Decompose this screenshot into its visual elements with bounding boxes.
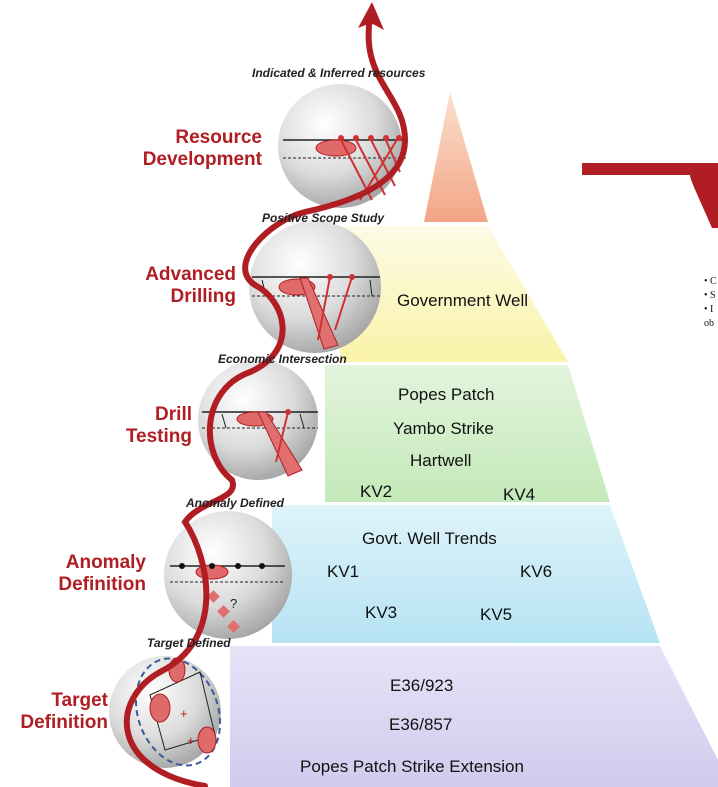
- project-govt-well-trends: Govt. Well Trends: [362, 529, 497, 548]
- sphere-anomaly-definition: [164, 511, 292, 639]
- project-kv4: KV4: [503, 485, 536, 504]
- ore-body-icon: [149, 693, 171, 723]
- bullet-item: • I: [704, 304, 714, 315]
- milestone-target-defined: Target Defined: [147, 636, 231, 650]
- project-yambo-strike: Yambo Strike: [393, 419, 494, 438]
- stage-label-line1: Advanced: [145, 264, 236, 285]
- bullet-item: • S: [704, 290, 716, 301]
- drill-hole-icon: [202, 409, 318, 477]
- stage-label-anomaly-definition: Anomaly Definition: [58, 552, 146, 596]
- drill-hole-icon: + +: [134, 657, 222, 767]
- clipped-bullet-list: • C • S • I ob: [704, 275, 718, 331]
- stage-label-line1: Target: [51, 690, 108, 711]
- flow-arrow-shape: [582, 163, 718, 228]
- svg-text:+: +: [180, 706, 188, 721]
- stage-label-line2: Development: [142, 149, 262, 170]
- question-mark-icon: ?: [230, 596, 237, 611]
- project-popes-patch-strike-extension: Popes Patch Strike Extension: [300, 757, 524, 776]
- stage-label-target-definition: Target Definition: [20, 690, 108, 734]
- tier-target-definition: [230, 646, 718, 787]
- progress-snake: [123, 15, 409, 787]
- ore-body-icon: [315, 139, 357, 157]
- drill-hole-icon: [252, 274, 380, 350]
- svg-text:+: +: [187, 733, 195, 748]
- bullet-item: • C: [704, 276, 717, 287]
- tier-resource-development: [424, 92, 488, 222]
- stage-label-line1: Anomaly: [65, 552, 146, 573]
- project-e36-857: E36/857: [389, 715, 453, 734]
- stage-label-line1: Drill: [155, 404, 192, 425]
- project-popes-patch: Popes Patch: [398, 385, 495, 404]
- project-government-well: Government Well: [397, 291, 529, 310]
- milestone-indicated-inferred: Indicated & Inferred resources: [252, 66, 426, 80]
- milestone-anomaly-defined: Anomaly Defined: [186, 496, 285, 510]
- tier-anomaly-definition: [272, 505, 660, 643]
- stage-label-line2: Testing: [125, 426, 192, 447]
- project-kv2: KV2: [360, 482, 393, 501]
- project-kv5: KV5: [480, 605, 513, 624]
- project-kv1: KV1: [327, 562, 360, 581]
- milestone-economic-intersection: Economic Intersection: [218, 352, 347, 366]
- stage-label-drill-testing: Drill Testing: [126, 404, 192, 448]
- stage-label-line2: Definition: [58, 574, 146, 595]
- project-hartwell: Hartwell: [410, 451, 472, 470]
- stage-label-resource-development: Resource Development: [143, 127, 262, 171]
- stage-label-line1: Resource: [175, 127, 262, 148]
- up-arrow-icon: [358, 2, 384, 30]
- drill-hole-icon: [283, 135, 408, 201]
- stage-label-line2: Definition: [20, 712, 108, 733]
- tier-drill-testing: [325, 365, 610, 502]
- project-kv6: KV6: [520, 562, 553, 581]
- tier-advanced-drilling: [340, 226, 568, 362]
- project-e36-923: E36/923: [390, 676, 454, 695]
- stage-label-advanced-drilling: Advanced Drilling: [145, 264, 236, 308]
- stage-label-line2: Drilling: [170, 286, 236, 307]
- project-kv3: KV3: [365, 603, 398, 622]
- bullet-item: ob: [704, 318, 714, 329]
- milestone-positive-scope-study: Positive Scope Study: [262, 211, 385, 225]
